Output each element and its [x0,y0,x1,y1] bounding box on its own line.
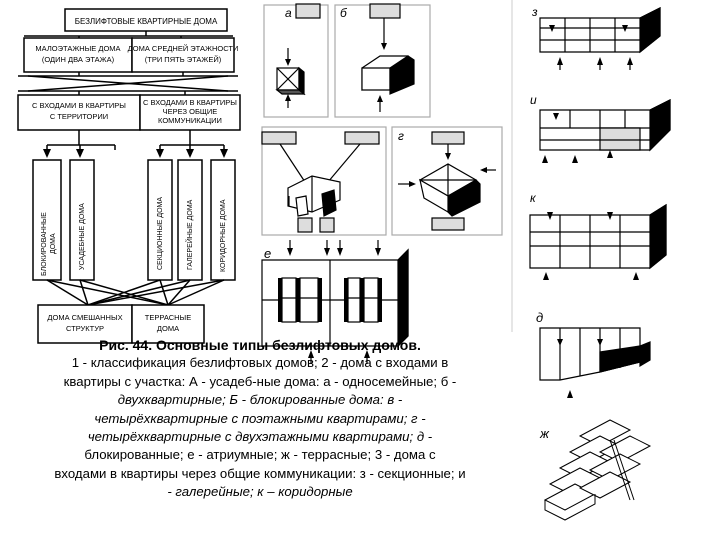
scheme-lowrise-label: МАЛОЭТАЖНЫЕ ДОМА(ОДИН ДВА ЭТАЖА) [35,44,120,64]
figure-caption: Рис. 44. Основные типы безлифтовых домов… [0,336,520,502]
scheme-top-label: БЕЗЛИФТОВЫЕ КВАРТИРНЫЕ ДОМА [75,17,218,26]
scheme-corridor-box [210,159,236,281]
scheme-section-label: СЕКЦИОННЫЕ ДОМА [157,197,164,270]
scheme-midrise-label: ДОМА СРЕДНЕЙ ЭТАЖНОСТИ(ТРИ ПЯТЬ ЭТАЖЕЙ) [128,44,239,64]
caption-line-1: 1 - классификация безлифтовых домов; 2 -… [71,355,449,371]
figure-label-e: е [264,246,271,261]
house-diagram-a: а [263,3,329,118]
scheme-gallery-label: ГАЛЕРЕЙНЫЕ ДОМА [185,199,194,270]
scheme-terrace-box [131,304,205,344]
figure-label-a: а [285,6,292,20]
scheme-lowrise-box [23,37,133,73]
figure-label-d: д [536,310,543,325]
caption-title: Рис. 44. Основные типы безлифтовых домов… [99,337,421,353]
scheme-mixed-box [37,304,133,344]
scheme-homestead-label: УСАДЕБНЫЕ ДОМА [79,203,86,270]
house-diagram-e: е [261,240,409,364]
figure-label-b: б [340,6,348,20]
classification-scheme: БЕЗЛИФТОВЫЕ КВАРТИРНЫЕ ДОМА МАЛОЭТАЖНЫЕ … [17,8,241,344]
figure-label-z: з [531,5,538,19]
figure-label-g: г [398,129,404,143]
scheme-corridor-label: КОРИДОРНЫЕ ДОМА [220,199,227,272]
scheme-gallery-box [177,159,203,281]
caption-line-6: блокированные; е - атриумные; ж - террас… [84,447,436,463]
scheme-section-box [147,159,173,281]
caption-line-2: квартиры с участка: А - усадеб-ные дома:… [63,373,457,389]
house-diagram-k: к [529,191,667,280]
caption-line-7: входами в квартиры через общие коммуника… [54,465,466,481]
house-diagram-zh: ж [539,419,652,521]
figure-label-i: и [530,93,537,107]
caption-line-8: - галерейные; к – коридорные [167,484,353,500]
caption-line-4: четырёхквартирные с поэтажными квартирам… [94,410,426,426]
figure-label-zh: ж [539,426,550,441]
house-diagram-d: д [536,310,651,398]
house-diagram-v: в [261,126,387,236]
house-diagram-g: г [391,126,503,236]
scheme-common-box [139,94,241,131]
figure-label-k: к [530,191,537,205]
house-diagram-z: з [531,5,661,70]
scheme-blocked-box [32,159,62,281]
caption-line-3: двухквартирные; Б - блокированные дома: … [117,392,403,408]
house-diagram-b: б [334,3,431,118]
caption-line-5: четырёхквартирные с двухэтажными квартир… [87,429,433,445]
house-diagram-i: и [530,93,671,163]
